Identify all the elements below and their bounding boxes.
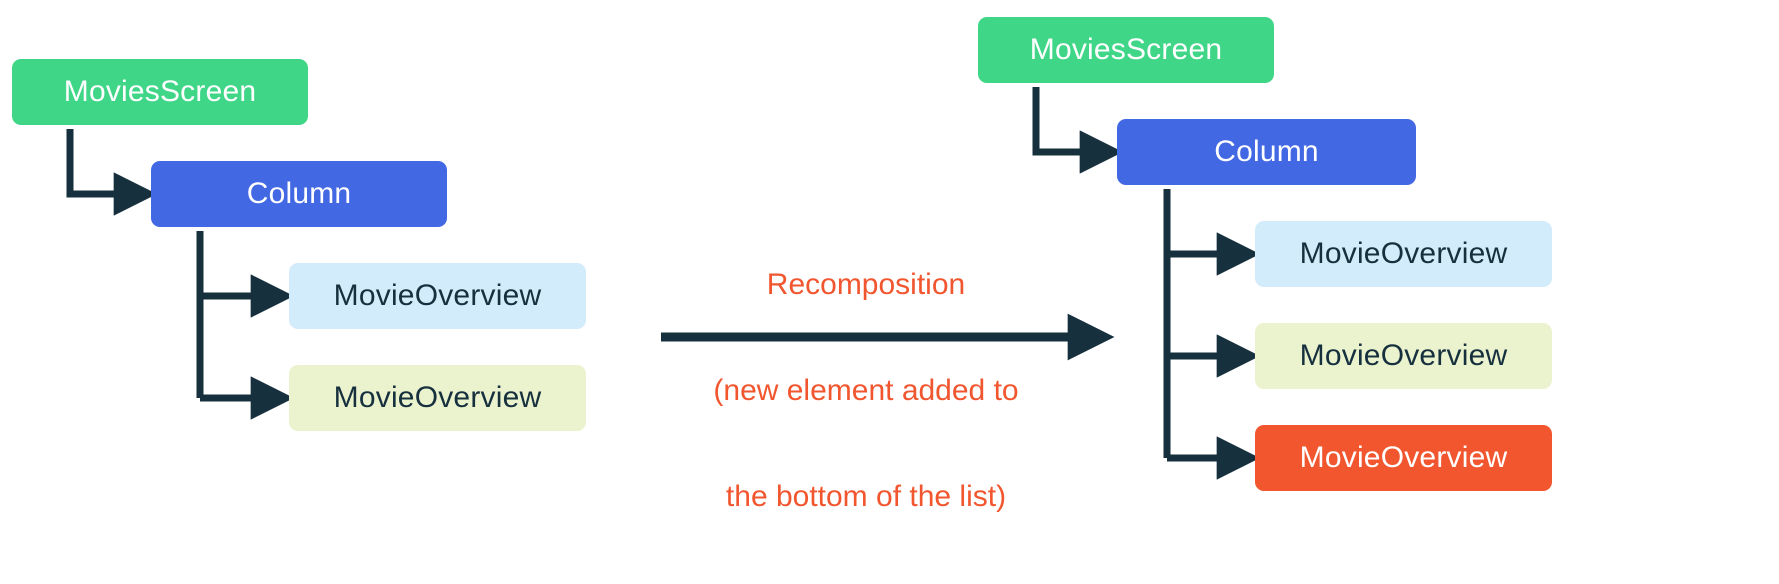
left-movie-overview-node-1[interactable]: MovieOverview — [289, 263, 586, 329]
recomposition-caption-line-1: Recomposition — [766, 267, 966, 301]
right-tree-connector-screen-to-column — [1032, 87, 1124, 174]
left-movie-overview-label-2: MovieOverview — [333, 381, 542, 414]
left-column-node[interactable]: Column — [151, 161, 447, 227]
right-movie-overview-node-2[interactable]: MovieOverview — [1255, 323, 1552, 389]
recomposition-caption: Recomposition (new element added to the … — [632, 196, 1100, 584]
right-column-label: Column — [1214, 135, 1319, 168]
right-movies-screen-label: MoviesScreen — [1029, 33, 1223, 66]
right-movies-screen-node[interactable]: MoviesScreen — [978, 17, 1274, 83]
right-movie-overview-label-1: MovieOverview — [1299, 237, 1508, 270]
left-column-label: Column — [246, 177, 352, 210]
recomposition-caption-line-2: (new element added to — [713, 373, 1019, 407]
left-tree-connector-screen-to-column — [66, 129, 158, 216]
right-tree-connector-column-to-children — [1163, 189, 1261, 480]
left-movie-overview-node-2[interactable]: MovieOverview — [289, 365, 586, 431]
right-movie-overview-label-2: MovieOverview — [1299, 339, 1508, 372]
recomposition-caption-line-3: the bottom of the list) — [725, 480, 1007, 514]
right-movie-overview-node-1[interactable]: MovieOverview — [1255, 221, 1552, 287]
left-tree-connector-column-to-children — [196, 231, 295, 420]
left-movie-overview-label-1: MovieOverview — [333, 279, 542, 312]
right-column-node[interactable]: Column — [1117, 119, 1416, 185]
right-movie-overview-label-3: MovieOverview — [1299, 441, 1508, 474]
left-movies-screen-label: MoviesScreen — [63, 75, 257, 108]
right-movie-overview-node-3-new[interactable]: MovieOverview — [1255, 425, 1552, 491]
left-movies-screen-node[interactable]: MoviesScreen — [12, 59, 308, 125]
